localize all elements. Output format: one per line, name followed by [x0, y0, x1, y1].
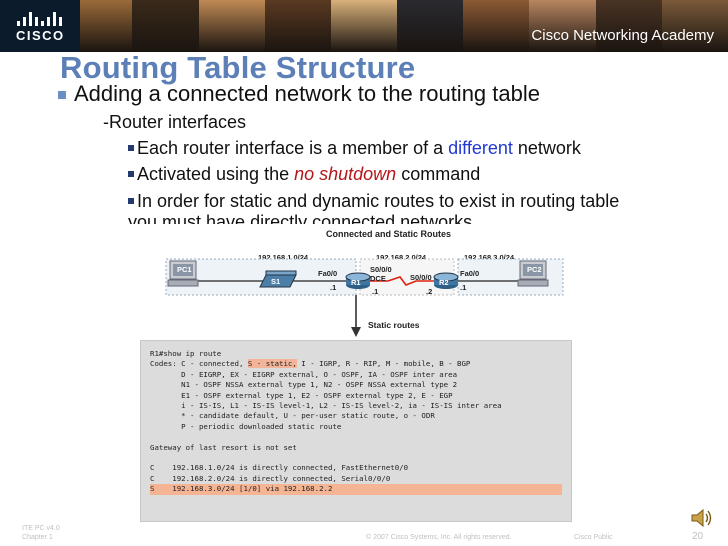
- footer-classification: Cisco Public: [574, 534, 613, 541]
- bullet-marker-icon: [128, 145, 134, 151]
- bullet-level2: -Router interfaces: [103, 112, 247, 132]
- r1-fa-address: .1: [330, 283, 337, 292]
- cisco-logo: CISCO: [0, 0, 80, 52]
- cli-line: i - IS-IS, L1 - IS-IS level-1, L2 - IS-I…: [150, 401, 502, 411]
- cli-line: Gateway of last resort is not set: [150, 442, 297, 452]
- r1-label: R1: [351, 278, 361, 287]
- static-routes-label: Static routes: [368, 320, 420, 330]
- cli-line: C 192.168.1.0/24 is directly connected, …: [150, 463, 409, 473]
- router-r2-icon: [433, 272, 459, 289]
- footer-copyright: © 2007 Cisco Systems, Inc. All rights re…: [366, 534, 512, 541]
- bullet-marker-icon: [58, 91, 66, 100]
- banner-photo: [198, 0, 266, 52]
- network-label-3: 192.168.3.0/24: [464, 253, 515, 262]
- banner-photo: [661, 0, 728, 52]
- bullet-text: Each router interface is a member of a: [137, 138, 449, 158]
- cli-line: R1#show ip route: [150, 349, 222, 358]
- r1-serial-address: .1: [372, 287, 379, 296]
- r2-serial-address: .2: [426, 287, 433, 296]
- banner-photo: [463, 0, 531, 52]
- banner-photo: [529, 0, 597, 52]
- dce-label: DCE: [370, 274, 386, 283]
- banner-photo: [330, 0, 399, 52]
- cli-line: * - candidate default, U - per-user stat…: [150, 411, 435, 421]
- network-label-2: 192.168.2.0/24: [376, 253, 427, 262]
- pc2-label: PC2: [527, 265, 542, 274]
- bullet-level3-no-shutdown: Activated using the no shutdown command: [128, 164, 480, 185]
- bullet-level3-static-dynamic: In order for static and dynamic routes t…: [128, 191, 648, 224]
- cli-line: N1 - OSPF NSSA external type 1, N2 - OSP…: [150, 380, 458, 390]
- page-number: 20: [692, 531, 704, 542]
- bullet-text: In order for static and dynamic routes t…: [128, 191, 620, 224]
- r2-s000-label: S0/0/0: [410, 273, 432, 282]
- arrow-head-icon: [351, 327, 361, 337]
- academy-title: Cisco Networking Academy: [531, 27, 714, 44]
- r2-fa-address: .1: [460, 283, 467, 292]
- cli-line: E1 - OSPF external type 1, E2 - OSPF ext…: [150, 390, 453, 400]
- diagram-title: Connected and Static Routes: [326, 229, 452, 239]
- topology-graphic: [165, 258, 564, 337]
- bullet-text: Activated using the: [137, 164, 295, 184]
- banner-photo: [264, 0, 332, 52]
- r1-s000-label: S0/0/0: [370, 265, 392, 274]
- cisco-logo-text: CISCO: [16, 28, 65, 43]
- highlight-no-shutdown: no shutdown: [294, 164, 397, 184]
- router-r1-icon: [345, 272, 371, 289]
- pc1-label: PC1: [177, 265, 192, 274]
- banner-photo: [132, 0, 200, 52]
- cli-line: P - periodic downloaded static route: [150, 421, 342, 431]
- bullet-level3-different-network: Each router interface is a member of a d…: [128, 138, 581, 159]
- cli-line: C 192.168.2.0/24 is directly connected, …: [150, 473, 391, 483]
- r1-fa00-label: Fa0/0: [318, 269, 338, 278]
- bullet-text: command: [396, 164, 481, 184]
- footer-chapter: Chapter 1: [22, 534, 53, 541]
- footer-course: ITE PC v4.0: [22, 525, 60, 532]
- serial-link-r1-r2: [368, 276, 438, 286]
- cisco-bars-icon: [17, 10, 63, 26]
- bullet-marker-icon: [128, 198, 134, 204]
- r2-label: R2: [439, 278, 449, 287]
- bullet-text: Adding a connected network to the routin…: [74, 81, 540, 106]
- cli-highlight-static: S - static,: [247, 359, 297, 369]
- bullet-level1: Adding a connected network to the routin…: [58, 81, 540, 107]
- switch-s1-icon: [259, 270, 297, 288]
- network-label-1: 192.168.1.0/24: [258, 253, 309, 262]
- banner-photo: [397, 0, 465, 52]
- cli-highlight-static-route: S 192.168.3.0/24 [1/0] via 192.168.2.2: [150, 484, 562, 495]
- cli-line: D - EIGRP, EX - EIGRP external, O - OSPF…: [150, 369, 458, 379]
- network-diagram: Connected and Static Routes 192.168.1.0/…: [148, 229, 573, 339]
- banner-photo: [595, 0, 663, 52]
- cli-line: Codes: C - connected,: [150, 359, 248, 369]
- s1-label: S1: [271, 277, 281, 286]
- cli-line: I - IGRP, R - RIP, M - mobile, B - BGP: [296, 359, 471, 369]
- r2-fa00-label: Fa0/0: [460, 269, 480, 278]
- cli-text: R1#show ip route Codes: C - connected, S…: [150, 349, 562, 495]
- cli-output-panel: R1#show ip route Codes: C - connected, S…: [140, 340, 572, 522]
- highlight-different: different: [448, 138, 513, 158]
- slide-title: Routing Table Structure: [60, 50, 416, 85]
- bullet-text: network: [512, 138, 581, 158]
- header-banner: CISCO Cisco Networking Academy: [0, 0, 728, 52]
- bullet-marker-icon: [128, 171, 134, 177]
- speaker-icon[interactable]: [690, 508, 714, 528]
- pc1-icon: [167, 260, 199, 287]
- pc2-icon: [517, 260, 549, 287]
